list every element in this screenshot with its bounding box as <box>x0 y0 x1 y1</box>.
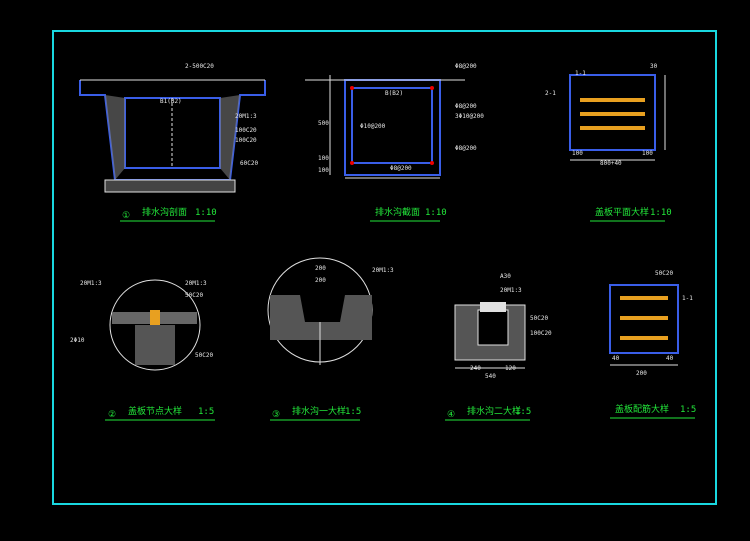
d1-num: ① <box>122 211 130 221</box>
d4-c2: 20M1:3 <box>185 280 207 287</box>
d1-note: B1(B2) <box>160 98 182 105</box>
d2-rebars <box>350 86 434 165</box>
d1-title: 排水沟剖面 <box>142 206 187 218</box>
d3-d3: 100 <box>642 150 653 157</box>
d2-v3: 100 <box>318 167 329 174</box>
d3-d2: 100 <box>572 150 583 157</box>
d4-num: ② <box>108 410 116 420</box>
d5-num: ③ <box>272 410 280 420</box>
d1-c3: 100C20 <box>235 127 257 134</box>
d4-c1: 20M1:3 <box>80 280 102 287</box>
d1-c4: 100C20 <box>235 137 257 144</box>
d2-c1: Φ8@200 <box>455 63 477 70</box>
d1-scale: 1:10 <box>195 208 217 218</box>
d4-c3: 50C20 <box>185 292 203 299</box>
d1-c5: 60C20 <box>240 160 258 167</box>
d1-c2: 20M1:3 <box>235 113 257 120</box>
d6-section <box>454 302 526 369</box>
d6-d1: 540 <box>485 373 496 380</box>
d3-plate <box>569 74 666 161</box>
d5-title: 排水沟一大样 <box>292 405 346 417</box>
d3-note: 30 <box>650 63 658 70</box>
d7-scale: 1:5 <box>680 405 696 415</box>
d7-plate <box>609 284 679 366</box>
d2-c6: 3Φ10@200 <box>455 113 484 120</box>
drawing-frame <box>52 30 717 505</box>
d7-d1: 200 <box>636 370 647 377</box>
d2-c4: Φ8@200 <box>455 145 477 152</box>
d5-d1: 200 <box>315 265 326 272</box>
d2-c2: Φ8@200 <box>455 103 477 110</box>
d3-title: 盖板平面大样 <box>595 206 649 218</box>
d5-scale: 1:5 <box>345 407 361 417</box>
d2-c5: Φ8@200 <box>390 165 412 172</box>
d5-d2: 200 <box>315 277 326 284</box>
d6-num: ④ <box>447 410 455 420</box>
d4-title: 盖板节点大样 <box>128 405 182 417</box>
d2-scale: 1:10 <box>425 208 447 218</box>
d7-d2: 40 <box>612 355 620 362</box>
d6-c4: 100C20 <box>530 330 552 337</box>
d6-d3: 120 <box>505 365 516 372</box>
d4-c5: 2Φ10 <box>70 337 85 344</box>
d4-circle <box>109 279 201 371</box>
d2-b: B(B2) <box>385 90 403 97</box>
d4-c4: 50C20 <box>195 352 213 359</box>
d3-scale: 1:10 <box>650 208 672 218</box>
d6-d2: 240 <box>470 365 481 372</box>
d2-v2: 100 <box>318 155 329 162</box>
d3-c2: 2-1 <box>545 90 556 97</box>
d6-title: 排水沟二大样 <box>467 405 521 417</box>
d5-circle <box>267 257 373 365</box>
d7-c1: 50C20 <box>655 270 673 277</box>
d2-c3: Φ10@200 <box>360 123 386 130</box>
d6-c1: A30 <box>500 273 511 280</box>
d6-scale: 1:5 <box>515 407 531 417</box>
d7-d3: 40 <box>666 355 674 362</box>
d2-title: 排水沟截面 <box>375 206 420 218</box>
d7-c2: 1-1 <box>682 295 693 302</box>
d7-title: 盖板配筋大样 <box>615 403 669 415</box>
d5-c1: 20M1:3 <box>372 267 394 274</box>
d6-c2: 20M1:3 <box>500 287 522 294</box>
d1-c1: 2-500C20 <box>185 63 214 70</box>
d6-c3: 50C20 <box>530 315 548 322</box>
d2-v1: 500 <box>318 120 329 127</box>
d3-c1: 1-1 <box>575 70 586 77</box>
d3-d1: 800+40 <box>600 160 622 167</box>
d4-scale: 1:5 <box>198 407 214 417</box>
